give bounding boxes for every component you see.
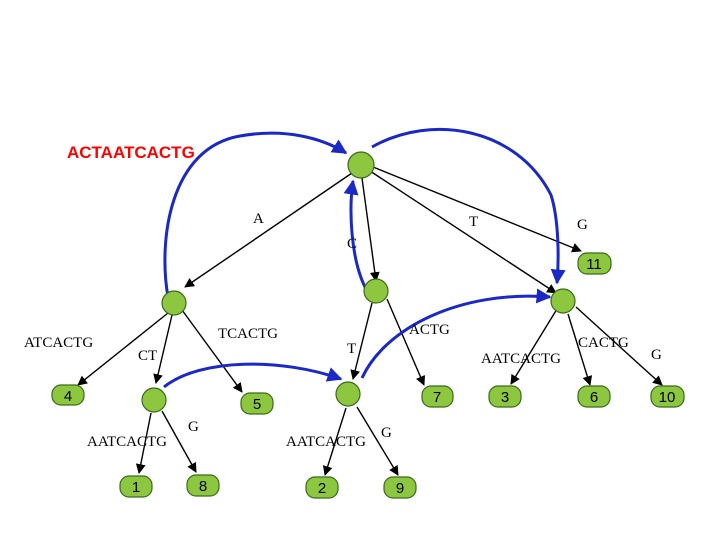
edge-ct-leaf1	[135, 412, 152, 474]
leaf-1-label: 1	[132, 479, 140, 496]
edge-label-a-tcactg: TCACTG	[218, 326, 278, 342]
edge-root-g	[372, 166, 582, 253]
edge-c-leaf7	[386, 298, 426, 386]
leaf-9-label: 9	[396, 480, 404, 497]
leaf-5-label: 5	[253, 396, 261, 413]
edge-label-t-aatcactg: AATCACTG	[481, 351, 561, 367]
edge-a-leaf4	[77, 312, 169, 386]
leaf-7	[421, 385, 454, 408]
edge-a-ct	[153, 314, 173, 384]
suffix-link-c-root	[343, 179, 369, 292]
edge-label-t-g: G	[651, 347, 662, 363]
leaf-10-label: 10	[659, 389, 676, 406]
edge-label-root-g: G	[577, 217, 588, 233]
edge-label-ct-g: G	[188, 419, 199, 435]
edge-act-leaf2	[322, 407, 347, 476]
edge-label-root-a: A	[253, 211, 264, 227]
input-string: ACTAATCACTG	[67, 143, 195, 162]
suffix-link-ct-act	[163, 362, 343, 389]
leaf-4-label: 4	[64, 388, 72, 405]
edge-root-c	[361, 177, 380, 282]
edge-label-act-aatcactg: AATCACTG	[286, 434, 366, 450]
internal-node-a	[161, 290, 187, 316]
edge-label-c-actg: ACTG	[409, 322, 450, 338]
internal-node-act	[335, 381, 361, 407]
leaf-8-label: 8	[199, 478, 207, 495]
leaf-4	[51, 384, 85, 406]
internal-node-ct	[141, 387, 167, 413]
suffix-link-root-t	[371, 128, 566, 285]
leaf-1	[119, 475, 153, 498]
leaf-3	[488, 385, 522, 408]
edge-a-leaf5	[181, 309, 243, 393]
edge-t-leaf6	[567, 313, 593, 386]
leaf-2-label: 2	[318, 480, 326, 497]
leaf-7-label: 7	[433, 389, 441, 406]
leaf-9	[383, 476, 417, 499]
leaf-11-label: 11	[586, 256, 602, 273]
suffix-link-a-root	[163, 131, 348, 298]
leaf-6	[577, 385, 611, 408]
edge-label-a-ct: CT	[138, 348, 157, 364]
edge-root-a	[184, 172, 353, 288]
internal-node-c	[363, 278, 389, 304]
edge-label-act-g: G	[381, 425, 392, 441]
leaf-5	[240, 392, 274, 415]
edge-label-a-atcactg: ATCACTG	[24, 335, 93, 351]
edge-label-ct-aatcactg: AATCACTG	[87, 434, 167, 450]
root-node	[347, 151, 375, 179]
leaf-11	[577, 252, 612, 275]
edge-t-leaf3	[510, 308, 558, 385]
edge-t-leaf10	[575, 306, 663, 386]
edge-c-t	[350, 302, 373, 380]
edge-label-root-t: T	[469, 214, 478, 230]
leaf-6-label: 6	[590, 389, 598, 406]
edge-label-root-c: C	[347, 236, 357, 252]
internal-node-t	[550, 288, 576, 314]
edge-ct-leaf8	[161, 410, 197, 473]
edge-label-c-t: T	[347, 341, 356, 357]
leaf-3-label: 3	[501, 389, 509, 406]
leaf-8	[186, 474, 220, 497]
edge-label-t-cactg: CACTG	[578, 335, 629, 351]
edge-root-t	[369, 170, 557, 294]
edge-act-leaf9	[356, 406, 399, 476]
leaf-2	[305, 476, 339, 499]
suffix-link-act-t	[360, 288, 552, 379]
leaf-10	[650, 385, 685, 408]
